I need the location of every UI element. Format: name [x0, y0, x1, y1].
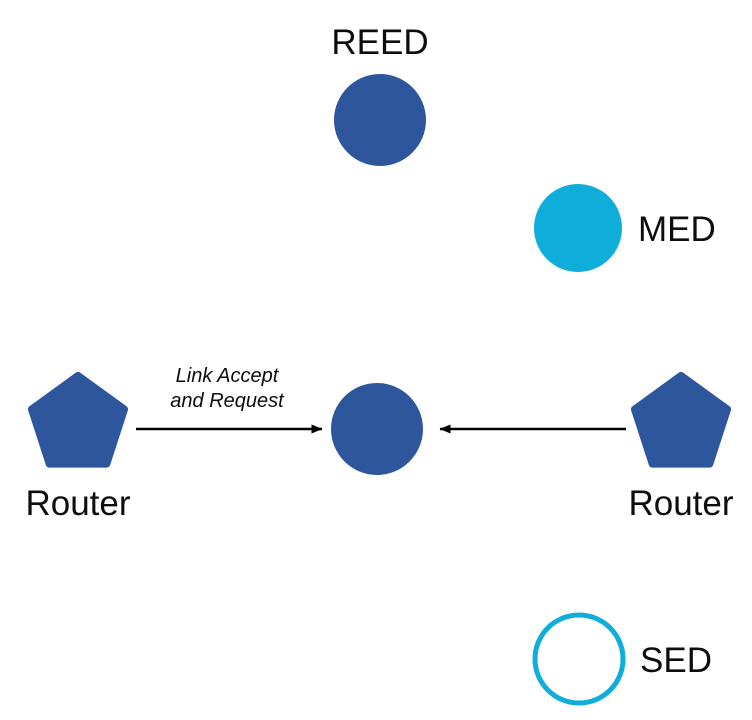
leader-circle-icon — [331, 383, 423, 475]
sed-circle-outline-icon — [532, 612, 626, 706]
router-pentagon-icon-right — [631, 372, 731, 468]
node-router-right[interactable]: Router — [628, 372, 734, 523]
node-router-left[interactable]: Router — [25, 372, 131, 523]
med-circle-icon — [534, 184, 622, 272]
node-label-reed: REED — [331, 23, 428, 62]
node-sed[interactable]: SED — [532, 612, 712, 706]
node-med[interactable]: MED — [534, 184, 716, 272]
node-label-router-left: Router — [25, 484, 130, 523]
router-pentagon-icon-left — [28, 372, 128, 468]
node-label-med: MED — [638, 210, 716, 249]
edge-label-line-1: Link Accept — [176, 365, 280, 387]
node-leader-center[interactable] — [331, 383, 423, 475]
edge-label-line-2: and Request — [170, 390, 285, 412]
reed-circle-icon — [334, 74, 426, 166]
node-label-sed: SED — [640, 641, 712, 680]
node-reed[interactable]: REED — [331, 23, 429, 166]
edge-link-accept-request[interactable]: Link Accept and Request — [136, 365, 323, 434]
node-label-router-right: Router — [628, 484, 733, 523]
